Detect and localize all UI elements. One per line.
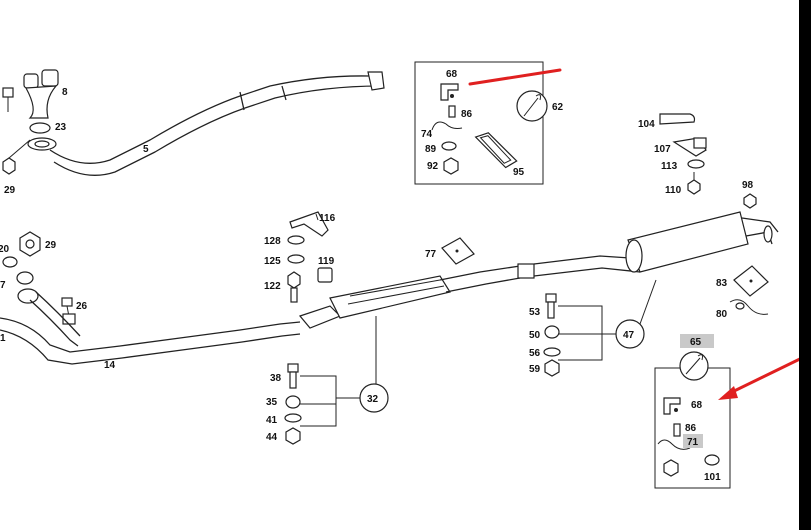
label-38: 38 — [270, 373, 282, 384]
highlight-65 — [680, 334, 714, 348]
hanger-kit-box-bottom: 65 68 86 71 101 — [654, 334, 731, 489]
label-62: 62 — [552, 102, 564, 113]
hardware-stack-left: 38 35 41 44 — [266, 363, 360, 445]
label-113: 113 — [661, 161, 678, 172]
label-71: 71 — [687, 437, 699, 448]
label-101: 101 — [704, 472, 721, 483]
label-20: 20 — [0, 244, 10, 255]
front-pipe-assembly: 8 23 5 29 — [2, 69, 385, 196]
label-89: 89 — [425, 144, 437, 155]
label-47: 47 — [623, 330, 635, 341]
label-29b: 29 — [45, 240, 57, 251]
label-5: 5 — [143, 144, 149, 155]
annotation-arrow-top — [468, 68, 562, 86]
label-98: 98 — [742, 180, 754, 191]
label-92: 92 — [427, 161, 439, 172]
center-mount-parts: 116 128 125 119 122 — [264, 211, 336, 303]
label-41: 41 — [266, 415, 278, 426]
center-muffler-assembly: 77 32 — [298, 237, 641, 413]
rear-hanger-parts: 83 80 — [716, 265, 769, 320]
label-14: 14 — [104, 360, 116, 371]
wrench-icon — [679, 351, 709, 381]
label-86a: 86 — [461, 109, 473, 120]
label-1: 1 — [0, 333, 6, 344]
lower-left-pipe-assembly: 20 29 7 26 1 14 — [0, 231, 301, 371]
tailpipe-parts: 104 107 113 110 — [638, 113, 707, 196]
label-7: 7 — [0, 280, 6, 291]
label-68a: 68 — [446, 69, 458, 80]
label-59: 59 — [529, 364, 541, 375]
label-107: 107 — [654, 144, 671, 155]
rear-muffler-assembly: 98 — [625, 180, 779, 273]
label-95: 95 — [513, 167, 525, 178]
label-29a: 29 — [4, 185, 16, 196]
window-edge — [799, 0, 811, 530]
annotation-arrow-bottom — [718, 354, 808, 400]
label-77: 77 — [425, 249, 437, 260]
label-125: 125 — [264, 256, 281, 267]
hardware-stack-right: 53 50 56 59 47 — [529, 279, 657, 377]
label-116: 116 — [319, 213, 336, 224]
label-110: 110 — [665, 185, 682, 196]
label-8: 8 — [62, 87, 68, 98]
label-53: 53 — [529, 307, 541, 318]
label-86b: 86 — [685, 423, 697, 434]
label-80: 80 — [716, 309, 728, 320]
label-83: 83 — [716, 278, 728, 289]
label-50: 50 — [529, 330, 541, 341]
label-65: 65 — [690, 337, 702, 348]
hanger-kit-box-top: 68 86 74 89 92 95 62 — [414, 61, 564, 185]
label-44: 44 — [266, 432, 278, 443]
label-35: 35 — [266, 397, 278, 408]
label-26: 26 — [76, 301, 88, 312]
label-32: 32 — [367, 394, 379, 405]
label-56: 56 — [529, 348, 541, 359]
label-104: 104 — [638, 119, 655, 130]
label-23: 23 — [55, 122, 67, 133]
label-68b: 68 — [691, 400, 703, 411]
label-122: 122 — [264, 281, 281, 292]
label-74: 74 — [421, 129, 433, 140]
label-119: 119 — [318, 256, 335, 267]
highlight-71 — [683, 434, 703, 448]
label-128: 128 — [264, 236, 281, 247]
